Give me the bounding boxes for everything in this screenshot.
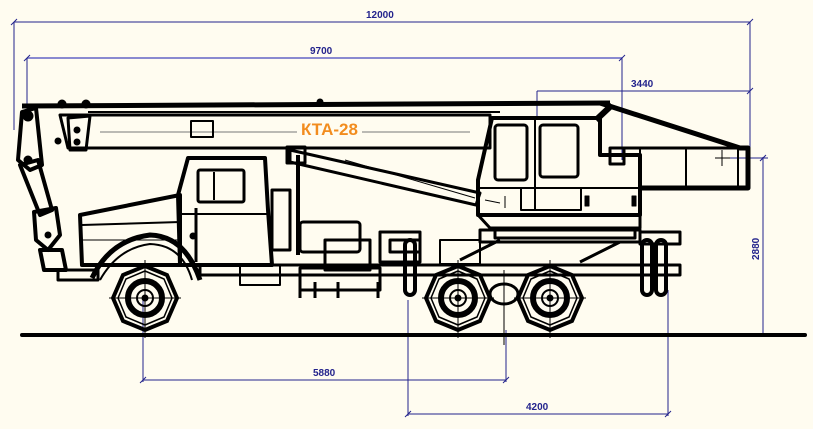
dimension-rear-overhang: 3440 <box>631 79 654 90</box>
truck-cab <box>56 155 300 282</box>
crane-cabin <box>476 116 700 240</box>
rear-wheel <box>514 260 586 338</box>
dimension-overall-length: 12000 <box>366 10 394 21</box>
model-label: КТА-28 <box>297 121 362 138</box>
dimension-height: 2880 <box>751 237 762 260</box>
front-wheel <box>109 260 181 338</box>
middle-wheel <box>422 260 494 338</box>
dimension-middle-to-outrigger: 4200 <box>526 402 549 413</box>
dimension-boom-length: 9700 <box>310 46 333 57</box>
wheels <box>109 260 586 345</box>
dimension-front-to-rear-axle: 5880 <box>313 368 336 379</box>
dimension-lines <box>10 18 768 418</box>
